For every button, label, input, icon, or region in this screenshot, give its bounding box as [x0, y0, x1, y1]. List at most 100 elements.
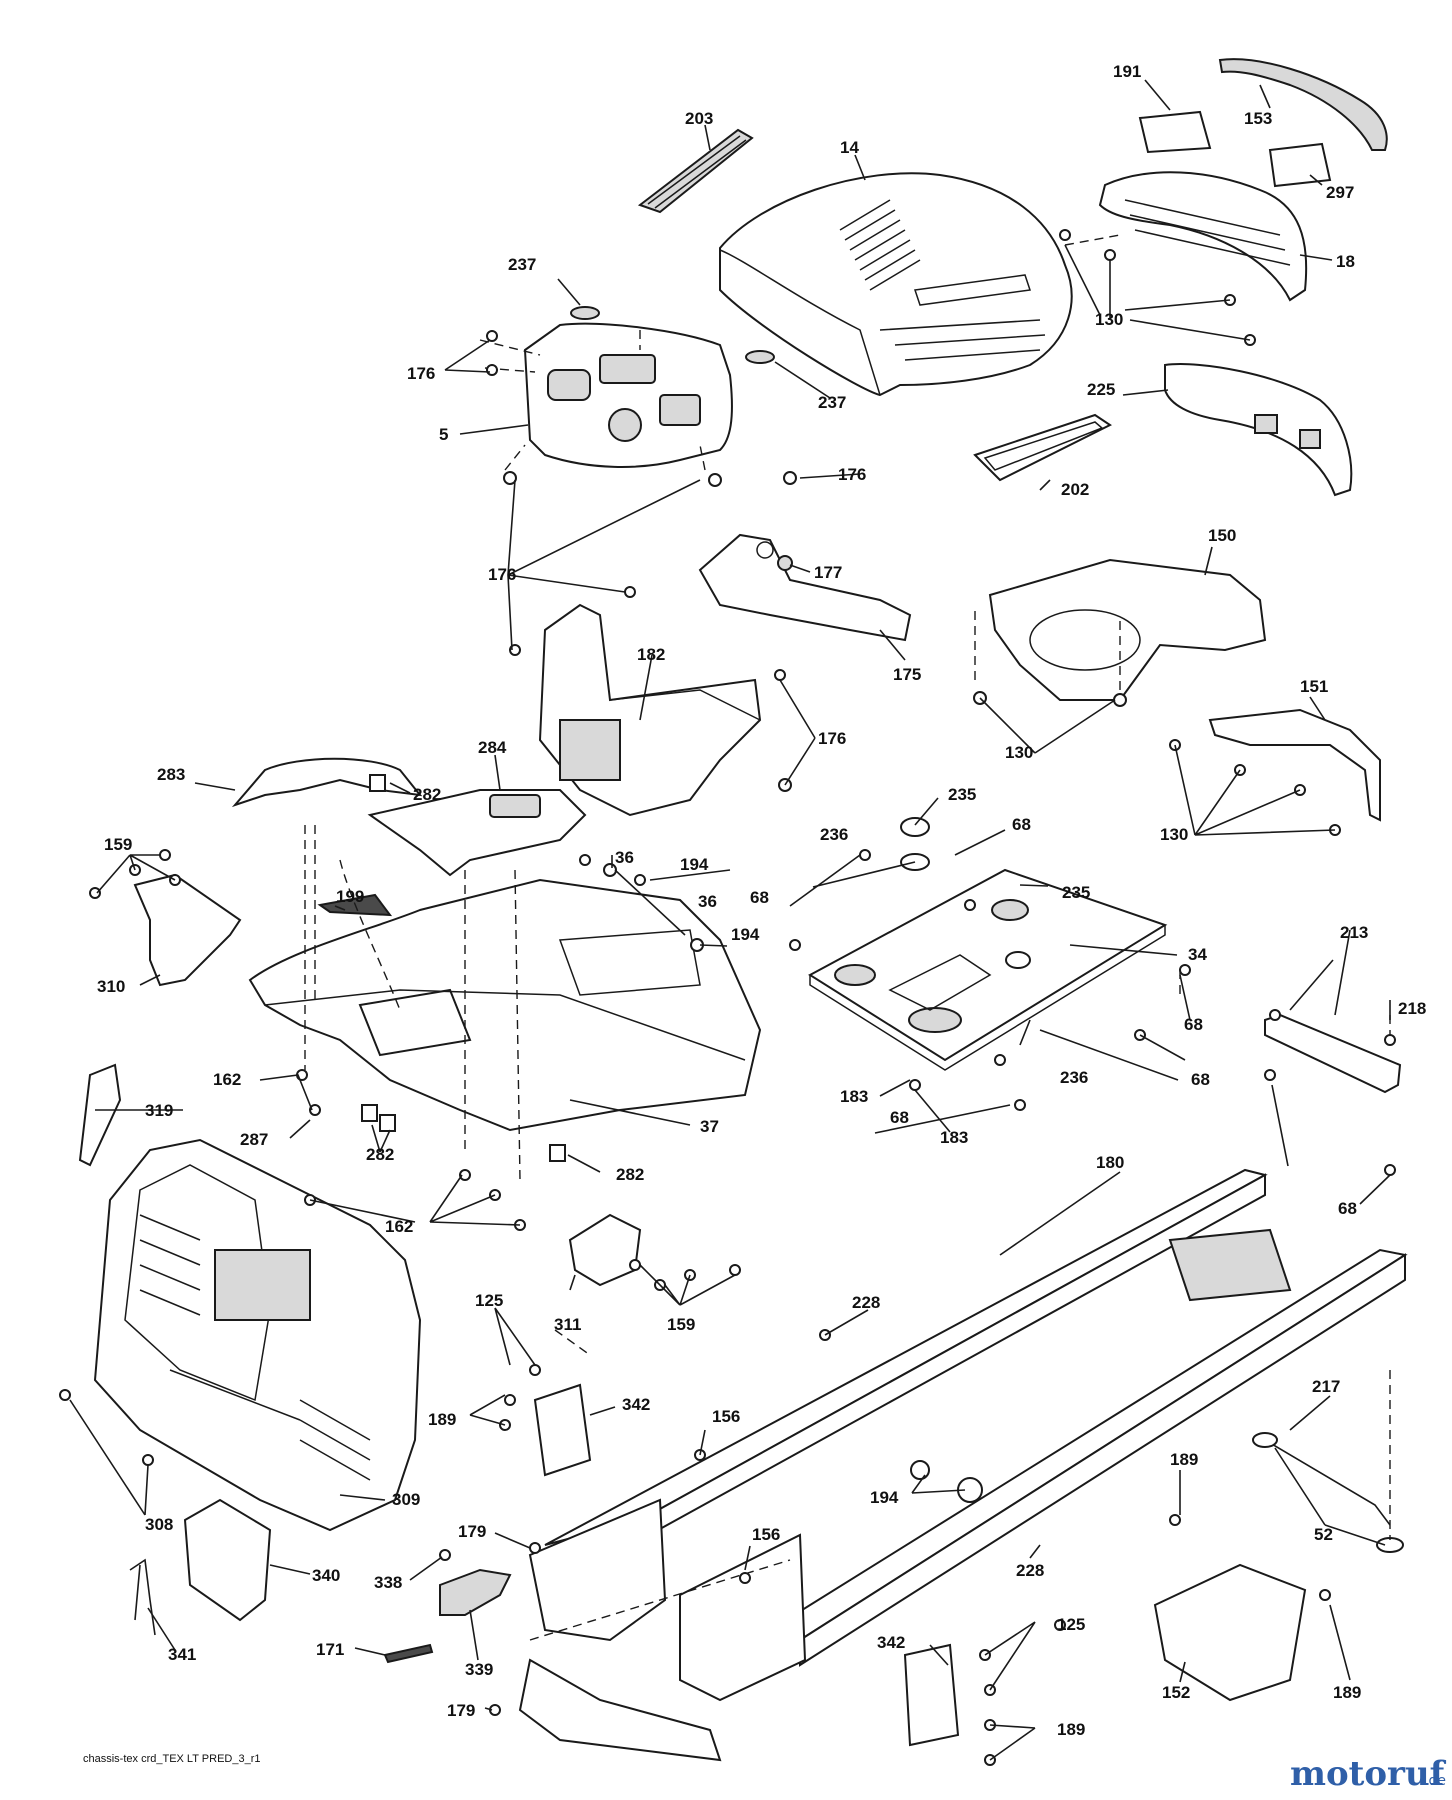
- callout-label: 194: [731, 925, 760, 944]
- callout-label: 189: [428, 1410, 456, 1429]
- part-339-bracket: [439, 1568, 512, 1616]
- callout-label: 203: [685, 109, 713, 128]
- callout-label: 236: [1060, 1068, 1088, 1087]
- callout-label: 156: [712, 1407, 740, 1426]
- callout-label: 341: [168, 1645, 196, 1664]
- callout-label: 159: [104, 835, 132, 854]
- part-218-plate: [1264, 1013, 1402, 1094]
- watermark-logo: motoruf .de: [1290, 1754, 1447, 1794]
- callout-label: 183: [940, 1128, 968, 1147]
- callout-label: 151: [1300, 677, 1328, 696]
- assembly-dashed-lines: [304, 234, 1391, 1641]
- part-151-bracket: [1208, 708, 1381, 822]
- leader-lines: [69, 79, 1391, 1761]
- callout-label: 217: [1312, 1377, 1340, 1396]
- callout-label: 194: [870, 1488, 899, 1507]
- part-341-wire: [129, 1558, 156, 1636]
- callout-label: 176: [488, 565, 516, 584]
- part-282-clip-b: [361, 1104, 378, 1122]
- callout-label: 235: [948, 785, 976, 804]
- callout-label: 319: [145, 1101, 173, 1120]
- part-202-vent: [973, 413, 1112, 482]
- callout-label: 189: [1333, 1683, 1361, 1702]
- part-180-frame: [544, 1168, 1408, 1667]
- callout-label: 171: [316, 1640, 344, 1659]
- callout-label: 68: [1191, 1070, 1210, 1089]
- part-284-cover: [367, 789, 587, 877]
- callout-label: 36: [615, 848, 634, 867]
- callout-label: 237: [508, 255, 536, 274]
- callout-label: 191: [1113, 62, 1141, 81]
- callout-label: 282: [413, 785, 441, 804]
- part-177-nut: [777, 555, 793, 571]
- callout-label: 176: [407, 364, 435, 383]
- part-237-cap-right: [745, 350, 775, 364]
- callout-label: 228: [1016, 1561, 1044, 1580]
- callout-label: 162: [385, 1217, 413, 1236]
- callout-label: 338: [374, 1573, 402, 1592]
- callout-label: 68: [750, 888, 769, 907]
- callout-label: 213: [1340, 923, 1368, 942]
- callout-label: 36: [698, 892, 717, 911]
- callout-label: 202: [1061, 480, 1089, 499]
- part-34-plate: [808, 868, 1168, 1071]
- part-282-clip-c: [379, 1114, 396, 1132]
- callout-label: 194: [680, 855, 709, 874]
- callout-label: 342: [622, 1395, 650, 1414]
- part-52-washer-b: [1376, 1537, 1404, 1553]
- part-282-clip-d: [549, 1144, 566, 1162]
- callout-label: 130: [1095, 310, 1123, 329]
- callout-label: 182: [637, 645, 665, 664]
- part-342-bracket-lower: [903, 1643, 960, 1747]
- part-309-grille-frame: [93, 1138, 422, 1532]
- fasteners: [59, 229, 1396, 1766]
- callout-label: 340: [312, 1566, 340, 1585]
- callout-label: 179: [458, 1522, 486, 1541]
- part-front-side-plate: [679, 1533, 807, 1702]
- callout-label: 225: [1087, 380, 1115, 399]
- part-153-trim: [1218, 58, 1388, 151]
- callout-label: 287: [240, 1130, 268, 1149]
- callout-label: 236: [820, 825, 848, 844]
- callout-label: 152: [1162, 1683, 1190, 1702]
- part-311-bracket: [568, 1213, 642, 1287]
- part-319-strip: [78, 1063, 122, 1167]
- part-194-nut-a: [910, 1460, 930, 1480]
- callout-label: 310: [97, 977, 125, 996]
- part-310-bracket: [133, 873, 242, 987]
- callout-label: 18: [1336, 252, 1355, 271]
- callout-label: 218: [1398, 999, 1426, 1018]
- callout-label: 199: [336, 887, 364, 906]
- callout-label: 308: [145, 1515, 173, 1534]
- part-52-washer-a: [1252, 1432, 1278, 1448]
- part-18-grille: [1098, 171, 1308, 302]
- callout-label: 179: [447, 1701, 475, 1720]
- part-152-cover: [1153, 1563, 1307, 1702]
- callout-label: 14: [840, 138, 859, 157]
- part-282-clip-a: [369, 774, 386, 792]
- callout-label: 150: [1208, 526, 1236, 545]
- part-342-bracket-upper: [533, 1383, 592, 1477]
- callout-label: 311: [554, 1315, 581, 1334]
- part-237-cap-top: [570, 306, 600, 320]
- callout-label: 177: [814, 563, 842, 582]
- part-182-shroud: [538, 603, 762, 817]
- callout-label: 68: [1338, 1199, 1357, 1218]
- part-175-bracket: [698, 533, 912, 642]
- callout-label: 339: [465, 1660, 493, 1679]
- callout-label: 153: [1244, 109, 1272, 128]
- part-236-bushing-low: [1005, 951, 1031, 969]
- callout-label: 130: [1160, 825, 1188, 844]
- callout-label: 342: [877, 1633, 905, 1652]
- callout-label: 284: [478, 738, 507, 757]
- part-14-hood: [719, 172, 1073, 397]
- callout-label: 52: [1314, 1525, 1333, 1544]
- callout-label: 125: [475, 1291, 503, 1310]
- part-37-fender: [248, 878, 762, 1132]
- part-front-bottom: [518, 1658, 722, 1762]
- part-150-fan-shroud: [988, 558, 1267, 701]
- callout-label: 176: [838, 465, 866, 484]
- part-171-pin: [383, 1643, 434, 1664]
- part-340-panel: [183, 1498, 272, 1622]
